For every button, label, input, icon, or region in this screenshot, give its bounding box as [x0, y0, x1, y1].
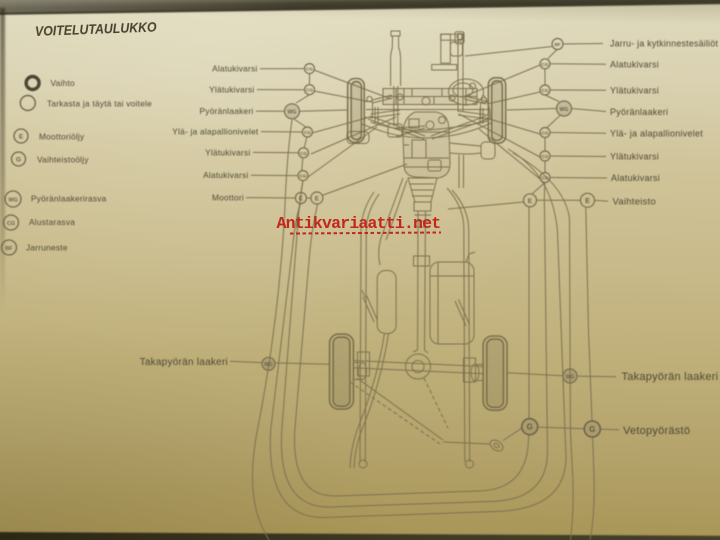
- svg-text:Vaihteisto: Vaihteisto: [613, 197, 657, 208]
- svg-text:CG: CG: [542, 154, 549, 159]
- svg-text:Tarkasta ja täytä tai voitele: Tarkasta ja täytä tai voitele: [47, 99, 152, 109]
- svg-text:Ylätukivarsi: Ylätukivarsi: [205, 148, 250, 158]
- svg-text:CG: CG: [7, 221, 15, 227]
- svg-text:WG: WG: [566, 374, 575, 380]
- svg-text:E: E: [19, 134, 24, 141]
- svg-text:WG: WG: [8, 197, 17, 203]
- svg-text:CG: CG: [306, 67, 313, 72]
- svg-text:Moottori: Moottori: [212, 193, 244, 203]
- svg-text:Alatukivarsi: Alatukivarsi: [212, 64, 257, 74]
- svg-text:Pyöränlaakerirasva: Pyöränlaakerirasva: [31, 194, 107, 204]
- svg-text:CG: CG: [542, 62, 549, 67]
- svg-text:E: E: [299, 196, 303, 202]
- svg-text:CG: CG: [304, 130, 311, 135]
- svg-text:G: G: [16, 157, 21, 164]
- svg-text:E: E: [585, 198, 590, 205]
- svg-text:E: E: [315, 196, 320, 203]
- svg-text:CG: CG: [300, 151, 307, 156]
- svg-text:WG: WG: [264, 362, 273, 368]
- svg-text:CG: CG: [542, 131, 549, 136]
- svg-text:Jarruneste: Jarruneste: [26, 243, 68, 253]
- svg-text:Ylätukivarsi: Ylätukivarsi: [209, 84, 254, 94]
- svg-text:WG: WG: [560, 107, 569, 113]
- svg-text:Jarru- ja kytkinnestesäiliöt: Jarru- ja kytkinnestesäiliöt: [610, 39, 719, 49]
- svg-text:Alatukivarsi: Alatukivarsi: [610, 60, 659, 70]
- svg-text:Moottoriöljy: Moottoriöljy: [39, 132, 85, 142]
- svg-text:G: G: [589, 425, 595, 434]
- svg-text:G: G: [527, 423, 533, 432]
- svg-text:Vaihteistoöljy: Vaihteistoöljy: [37, 155, 89, 165]
- svg-text:Ylätukivarsi: Ylätukivarsi: [610, 152, 659, 162]
- svg-text:Vetopyörästö: Vetopyörästö: [623, 425, 690, 437]
- svg-text:E: E: [528, 198, 533, 205]
- svg-text:CG: CG: [306, 88, 313, 93]
- svg-text:Takapyörän laakeri: Takapyörän laakeri: [140, 357, 228, 368]
- svg-text:CG: CG: [300, 174, 307, 179]
- svg-text:Alatukivarsi: Alatukivarsi: [611, 173, 660, 183]
- svg-text:BF: BF: [5, 246, 13, 252]
- svg-text:Alustarasva: Alustarasva: [29, 217, 75, 227]
- svg-text:BF: BF: [554, 42, 560, 47]
- svg-text:Vaihto: Vaihto: [51, 78, 76, 88]
- svg-text:Alatukivarsi: Alatukivarsi: [203, 170, 248, 180]
- svg-text:Takapyörän laakeri: Takapyörän laakeri: [622, 371, 719, 383]
- svg-text:CG: CG: [542, 88, 549, 93]
- svg-text:CG: CG: [542, 176, 549, 181]
- svg-text:WG: WG: [288, 110, 297, 116]
- svg-text:Pyöränlaakeri: Pyöränlaakeri: [200, 106, 254, 116]
- svg-text:Ylä- ja alapallionivelet: Ylä- ja alapallionivelet: [610, 129, 703, 139]
- svg-text:Ylä- ja alapallionivelet: Ylä- ja alapallionivelet: [172, 126, 259, 136]
- svg-text:Pyöränlaakeri: Pyöränlaakeri: [610, 107, 668, 117]
- svg-text:Ylätukivarsi: Ylätukivarsi: [610, 86, 659, 96]
